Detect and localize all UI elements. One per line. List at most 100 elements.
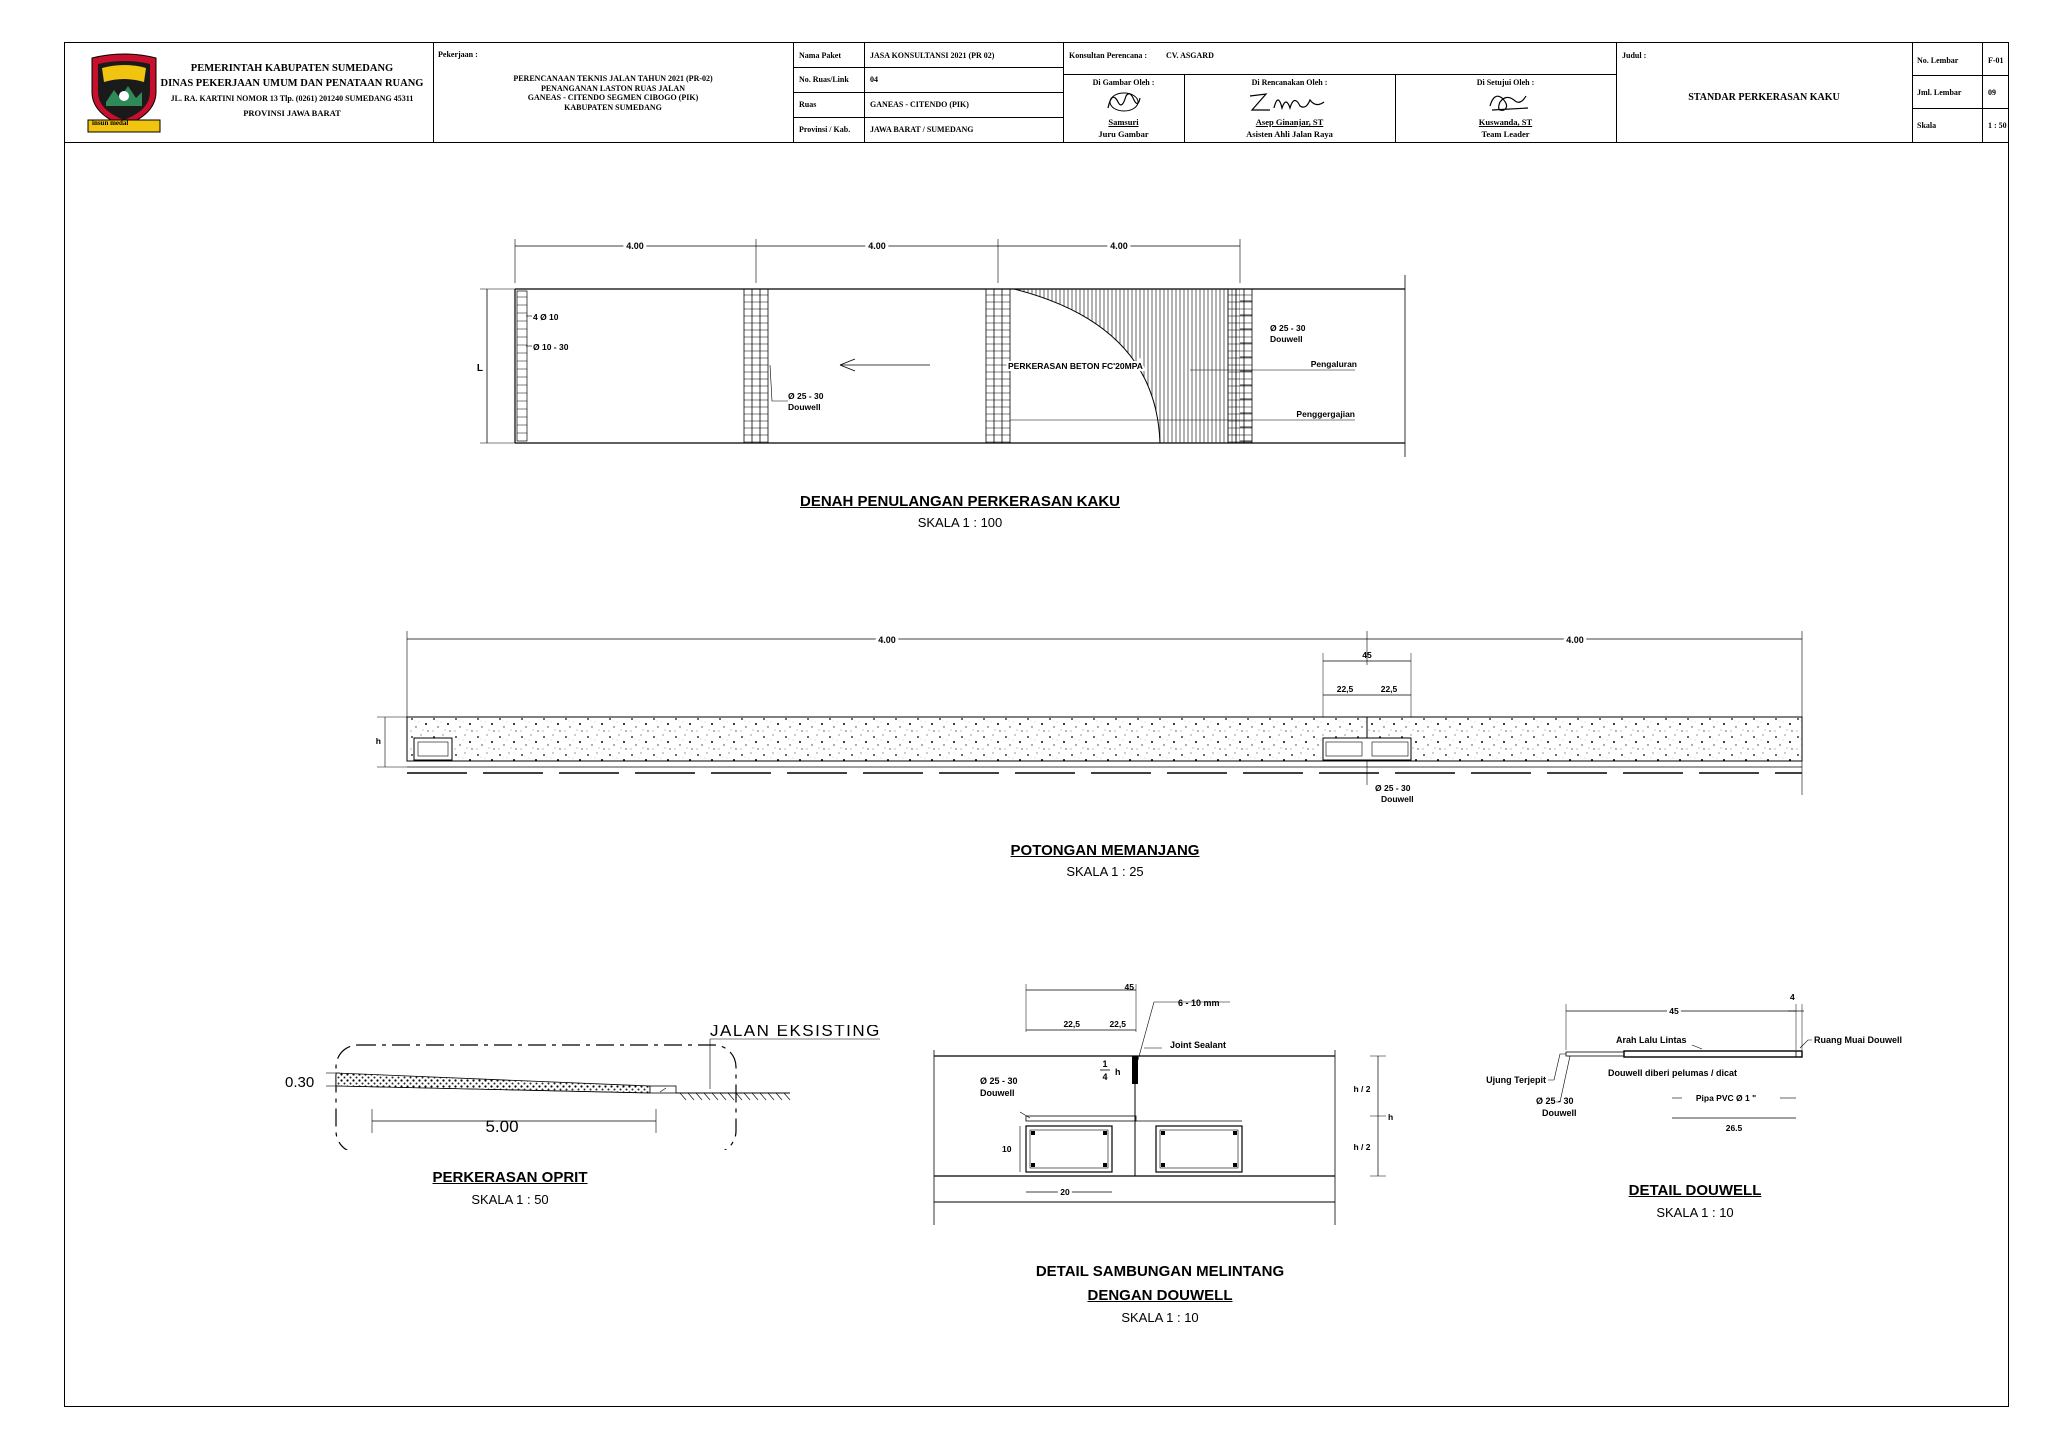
sumedang-logo-icon (87, 53, 161, 133)
plan-label-pengaluran: Pengaluran (1311, 359, 1357, 369)
plan-scale: SKALA 1 : 100 (917, 515, 1003, 530)
signer2-title: Asisten Ahli Jalan Raya (1246, 129, 1333, 139)
field-label-paket: Nama Paket (799, 51, 841, 60)
dowel-label-pelumas: Douwell diberi pelumas / dicat (1608, 1068, 1737, 1078)
signer2-name: Asep Ginanjar, ST (1255, 117, 1324, 127)
signer1-title: Juru Gambar (1098, 129, 1149, 139)
dowel-dim-265: 26.5 (1726, 1123, 1743, 1133)
field-value-paket: JASA KONSULTANSI 2021 (PR 02) (870, 51, 995, 60)
joint-title-1: DETAIL SAMBUNGAN MELINTANG (1035, 1263, 1285, 1280)
konsultan-value: CV. ASGARD (1166, 51, 1214, 60)
long-dim-left: 4.00 (878, 635, 896, 645)
dowel-label-ruang: Ruang Muai Douwell (1814, 1035, 1902, 1045)
oprit-drawing: JALAN EKSISTING 0.30 5.00 (285, 1025, 881, 1150)
konsultan-label: Konsultan Perencana : (1069, 51, 1148, 60)
joint-dim-gap: 6 - 10 mm (1178, 998, 1220, 1008)
signer3-name: Kuswanda, ST (1478, 117, 1533, 127)
signer1-name: Samsuri (1108, 117, 1139, 127)
joint-frac-den: 4 (1102, 1072, 1107, 1082)
plan-dim-2: 4.00 (868, 241, 886, 251)
field-value-ruaslink: 04 (870, 75, 878, 84)
dowel-label-ujung: Ujung Terjepit (1486, 1075, 1546, 1085)
dowel-drawing: 45 4 Arah Lalu Lintas Ruang Muai Douwell… (1486, 992, 1902, 1133)
pekerjaan-text: PERENCANAAN TEKNIS JALAN TAHUN 2021 (PR-… (513, 74, 713, 112)
signer1-role: Di Gambar Oleh : (1092, 78, 1155, 87)
signature-kuswanda-icon (1489, 95, 1529, 111)
dowel-strip-2 (985, 289, 1011, 443)
scale-value: 1 : 50 (1988, 121, 2007, 130)
joint-dim-h: h (1388, 1112, 1393, 1122)
sheet-count-value: 09 (1988, 88, 1996, 97)
joint-frac-h: h (1115, 1067, 1121, 1077)
plan-hatch-area (998, 289, 1240, 443)
joint-drawing: 45 22,5 22,5 6 - 10 mm Joint Sealant 1 4… (933, 982, 1393, 1225)
field-label-ruaslink: No. Ruas/Link (799, 75, 849, 84)
long-dim-45: 45 (1362, 650, 1372, 660)
long-label-douwell: Douwell (1381, 794, 1414, 804)
joint-dim-20: 20 (1060, 1187, 1070, 1197)
dowel-scale: SKALA 1 : 10 (1656, 1205, 1734, 1220)
plan-edge-bars (517, 296, 527, 434)
dowel-label-d25: Ø 25 - 30 (1536, 1096, 1574, 1106)
dowel-dim-45: 45 (1669, 1006, 1679, 1016)
sheet-no-label: No. Lembar (1917, 56, 1959, 65)
signer3-title: Team Leader (1481, 129, 1530, 139)
signature-asep-icon (1249, 93, 1325, 111)
plan-dim-1: 4.00 (626, 241, 644, 251)
signature-samsuri-icon (1107, 92, 1141, 112)
field-value-provinsi: JAWA BARAT / SUMEDANG (870, 125, 974, 134)
plan-dim-3: 4.00 (1110, 241, 1128, 251)
long-dim-right: 4.00 (1566, 635, 1584, 645)
agency-line1: PEMERINTAH KABUPATEN SUMEDANG (190, 63, 394, 74)
plan-label-d25-a: Ø 25 - 30 (788, 391, 824, 401)
sheet-border (64, 42, 2009, 1407)
joint-dim-h2-b: h / 2 (1353, 1142, 1370, 1152)
joint-label-d25: Ø 25 - 30 (980, 1076, 1018, 1086)
oprit-dim-len: 5.00 (485, 1117, 518, 1136)
plan-title: DENAH PENULANGAN PERKERASAN KAKU (799, 493, 1121, 510)
pekerjaan-label: Pekerjaan : (438, 50, 478, 59)
field-label-ruas: Ruas (799, 100, 817, 109)
long-dim-225-a: 22,5 (1337, 684, 1354, 694)
joint-dim-225-a: 22,5 (1063, 1019, 1080, 1029)
long-scale: SKALA 1 : 25 (1066, 864, 1144, 879)
joint-frac-num: 1 (1102, 1059, 1107, 1069)
sheet-count-label: Jml. Lembar (1917, 88, 1962, 97)
plan-label-douwell-b: Douwell (1270, 334, 1303, 344)
dowel-strip-1 (743, 289, 769, 443)
oprit-title: PERKERASAN OPRIT (432, 1169, 588, 1186)
judul-label: Judul : (1622, 51, 1647, 60)
joint-title-2: DENGAN DOUWELL (1087, 1287, 1233, 1304)
long-dim-225-b: 22,5 (1381, 684, 1398, 694)
long-label-d25: Ø 25 - 30 (1375, 783, 1411, 793)
dowel-label-arah: Arah Lalu Lintas (1616, 1035, 1687, 1045)
plan-label-4d10: 4 Ø 10 (533, 312, 559, 322)
long-title: POTONGAN MEMANJANG (1010, 842, 1200, 859)
longitudinal-drawing: 4.00 4.00 45 22,5 22,5 h Ø 25 - 30 Douwe… (376, 631, 1803, 804)
oprit-label-existing: JALAN EKSISTING (710, 1025, 881, 1040)
sheet-no-value: F-01 (1988, 56, 2004, 65)
plan-label-douwell-a: Douwell (788, 402, 821, 412)
field-value-ruas: GANEAS - CITENDO (PIK) (870, 100, 969, 109)
agency-line3: JL. RA. KARTINI NOMOR 13 Tlp. (0261) 201… (170, 94, 414, 103)
agency-line4: PROVINSI JAWA BARAT (243, 108, 341, 118)
dowel-dim-4: 4 (1790, 992, 1795, 1002)
plan-label-d10: Ø 10 - 30 (533, 342, 569, 352)
joint-label-sealant: Joint Sealant (1170, 1040, 1226, 1050)
joint-dim-225-b: 22,5 (1109, 1019, 1126, 1029)
joint-dim-10: 10 (1002, 1144, 1012, 1154)
signer2-role: Di Rencanakan Oleh : (1251, 78, 1328, 87)
agency-line2: DINAS PEKERJAAN UMUM DAN PENATAAN RUANG (160, 78, 424, 89)
dowel-label-pipa: Pipa PVC Ø 1 " (1696, 1093, 1756, 1103)
field-label-provinsi: Provinsi / Kab. (799, 125, 851, 134)
joint-dim-h2-a: h / 2 (1353, 1084, 1370, 1094)
long-dim-h: h (376, 736, 381, 746)
joint-dim-45: 45 (1125, 982, 1135, 992)
plan-label-d25-b: Ø 25 - 30 (1270, 323, 1306, 333)
scale-label: Skala (1917, 121, 1937, 130)
plan-drawing: 4.00 4.00 4.00 L 4 Ø 10 Ø 10 - 30 Ø 25 -… (477, 238, 1406, 457)
plan-label-beton: PERKERASAN BETON FC'20MPA (1008, 361, 1143, 371)
oprit-scale: SKALA 1 : 50 (471, 1192, 549, 1207)
plan-dim-L: L (477, 363, 483, 374)
joint-scale: SKALA 1 : 10 (1121, 1310, 1199, 1325)
